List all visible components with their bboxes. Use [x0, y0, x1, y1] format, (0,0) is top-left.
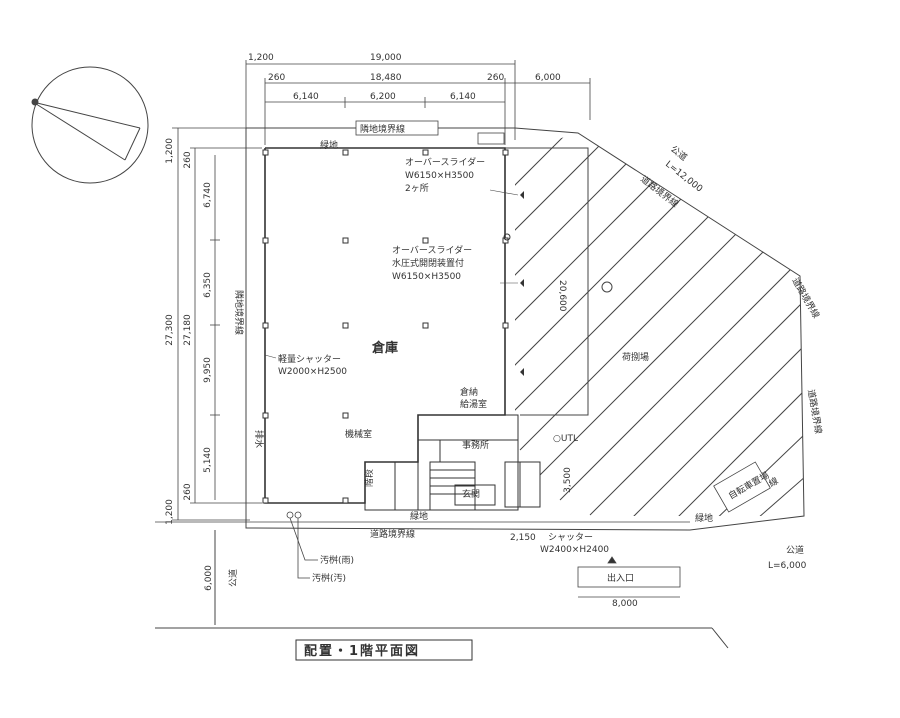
dim-top-1200: 1,200	[248, 53, 274, 63]
dim-left-260-top: 260	[183, 151, 193, 168]
column-markers	[262, 149, 509, 504]
green-top-label: 緑地	[320, 139, 338, 151]
room-store-label: 倉納	[460, 386, 478, 398]
dim-top-span-3: 6,140	[450, 92, 476, 102]
drain-marker	[601, 281, 613, 293]
dim-bottom-road: 6,000	[204, 565, 214, 591]
road-east-ne-label: 道路境界線	[638, 173, 681, 210]
site-boundary	[245, 127, 805, 531]
shutter-bottom-label: シャッター	[548, 532, 593, 543]
dim-top-span-2: 6,200	[370, 92, 396, 102]
parking-hatch	[515, 133, 804, 516]
slide-door-2-size: W6150×H3500	[392, 272, 461, 282]
warehouse-outer-line	[505, 147, 589, 416]
road-ne-width: L=12,000	[663, 159, 704, 194]
road-se-label: 公道	[786, 544, 804, 556]
exit-label: 出入口	[607, 572, 634, 584]
dim-shutter-offset-a: 3,500	[563, 467, 573, 493]
slide-door-2-note: 水圧式開閉装置付	[392, 257, 464, 269]
dim-left-inner: 27,180	[183, 314, 193, 346]
warehouse-label: 倉庫	[371, 340, 398, 356]
west-drain-label: 排水	[253, 430, 265, 448]
shutter-left-label: 軽量シャッター	[278, 354, 341, 365]
road-south-label: 公道	[227, 569, 239, 587]
dim-left-span-4: 5,140	[203, 447, 213, 473]
dim-top-total: 19,000	[370, 53, 402, 63]
manhole-1-label: 汚桝(雨)	[320, 554, 354, 566]
dim-exit-width: 8,000	[612, 599, 638, 609]
dim-top-260-left: 260	[268, 73, 285, 83]
slide-door-1-label: オーバースライダー	[405, 156, 485, 168]
core-rooms	[364, 414, 541, 511]
top-dimensions	[245, 60, 591, 145]
bicycle-stand	[713, 461, 771, 513]
room-machine-label: 機械室	[345, 428, 372, 440]
dim-left-total: 27,300	[165, 314, 175, 346]
room-office-label: 事務所	[462, 439, 489, 451]
manhole-2-label: 汚桝(汚)	[312, 572, 346, 584]
green-bottom-label: 緑地	[410, 510, 428, 522]
dim-top-span-1: 6,140	[293, 92, 319, 102]
meter-label: ○UTL	[553, 434, 578, 444]
shutter-left-size: W2000×H2500	[278, 367, 347, 377]
west-boundary-label: 隣地境界線	[233, 290, 245, 335]
road-se-width: L=6,000	[768, 561, 807, 571]
corner-marker	[477, 132, 505, 145]
dim-left-1200: 1,200	[165, 138, 175, 164]
dim-left-span-1: 6,740	[203, 182, 213, 208]
dim-left-span-3: 9,950	[203, 357, 213, 383]
dim-top-inner: 18,480	[370, 73, 402, 83]
slide-door-2-label: オーバースライダー	[392, 244, 472, 256]
road-east-e-label: 道路境界線	[789, 276, 822, 321]
dim-left-bottom-1200: 1,200	[165, 499, 175, 525]
slide-door-markers	[503, 191, 524, 376]
parking-label: 荷捌場	[622, 351, 649, 363]
title-box	[295, 639, 473, 661]
north-arrow	[31, 66, 149, 184]
dim-left-span-2: 6,350	[203, 272, 213, 298]
dim-right-inner: 20,600	[557, 280, 567, 312]
room-stair-label: 階段	[363, 469, 375, 487]
south-boundary-label: 道路境界線	[370, 528, 415, 540]
north-boundary-label: 隣地境界線	[360, 123, 405, 135]
dim-top-260-right: 260	[487, 73, 504, 83]
plan-title: 配置・1階平面図	[304, 643, 420, 659]
room-wc-label: 給湯室	[460, 398, 487, 410]
slide-door-1-size: W6150×H3500	[405, 171, 474, 181]
green-right-label: 緑地	[695, 512, 713, 524]
room-entry-label: 玄関	[462, 488, 480, 500]
dim-left-260-bottom: 260	[183, 483, 193, 500]
manhole-markers	[286, 511, 318, 579]
south-road	[155, 530, 729, 649]
dim-shutter-offset-b: 2,150	[510, 533, 536, 543]
slide-door-1-note: 2ヶ所	[405, 183, 429, 194]
shutter-bottom-size: W2400×H2400	[540, 545, 609, 555]
north-boundary-box	[355, 120, 439, 136]
dim-top-right: 6,000	[535, 73, 561, 83]
road-east-se-label: 道路境界線	[805, 388, 825, 434]
exit-marker	[577, 556, 681, 598]
